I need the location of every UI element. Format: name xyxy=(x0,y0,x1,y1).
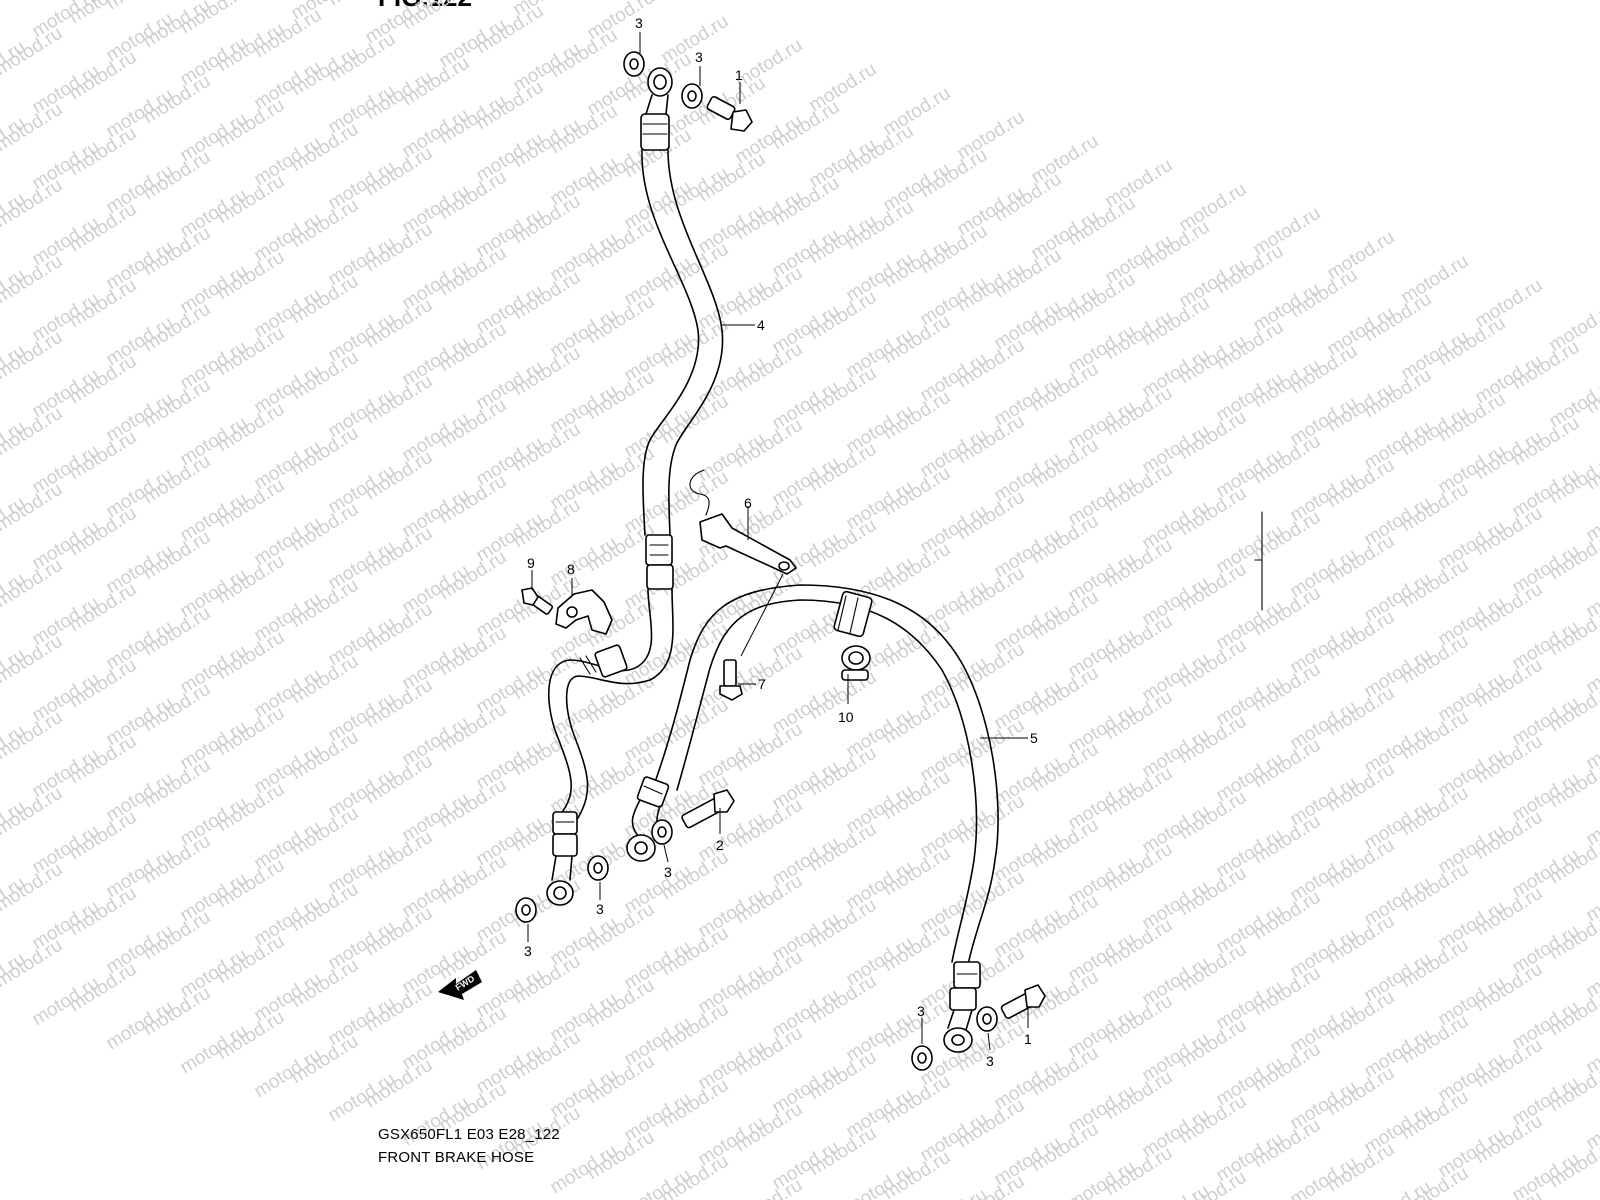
part-number-labels: 3 3 1 4 6 7 8 9 10 5 2 3 3 3 3 3 1 xyxy=(524,15,1038,1069)
upper-banjo-fitting xyxy=(645,67,673,115)
washer xyxy=(515,897,537,923)
diagram-caption: FRONT BRAKE HOSE xyxy=(378,1149,535,1166)
union-bolt xyxy=(681,789,735,829)
callout-3: 3 xyxy=(635,15,643,31)
callout-10: 10 xyxy=(838,709,854,725)
bracket-bolt xyxy=(719,659,743,701)
model-code: GSX650FL1 E03 E28_122 xyxy=(378,1126,560,1143)
union-bolt xyxy=(1000,984,1046,1019)
watermark-text: motod.ru xyxy=(1287,1153,1362,1200)
watermark-text: motod.ru xyxy=(1139,1181,1214,1200)
callout-1: 1 xyxy=(1024,1031,1032,1047)
hose-clip xyxy=(841,645,871,681)
callout-3: 3 xyxy=(917,1003,925,1019)
callout-7: 7 xyxy=(758,676,766,692)
hose-clamp-bracket xyxy=(689,469,797,575)
clamp-bolt xyxy=(521,587,554,615)
callout-4: 4 xyxy=(757,317,765,333)
washer xyxy=(651,819,673,845)
callout-5: 5 xyxy=(1030,730,1038,746)
callout-3: 3 xyxy=(664,864,672,880)
callout-1: 1 xyxy=(735,67,743,83)
watermark-text: motod.ru xyxy=(917,1185,992,1200)
washer xyxy=(976,1006,998,1032)
hose-clamp xyxy=(555,589,613,635)
brake-hose-right xyxy=(626,584,999,1053)
washer xyxy=(623,51,645,77)
callout-6: 6 xyxy=(744,495,752,511)
callout-2: 2 xyxy=(716,837,724,853)
union-bolt xyxy=(706,95,753,132)
watermark-text: motod.ru xyxy=(1361,1177,1436,1200)
leader-lines xyxy=(527,32,1029,1051)
brake-hose-upper xyxy=(640,113,724,590)
watermark-text: motod.ru xyxy=(1583,1173,1600,1200)
callout-3: 3 xyxy=(596,901,604,917)
washer xyxy=(681,83,703,109)
watermark-text: motod.ru xyxy=(1065,1157,1140,1200)
figure-title: FIG.122 xyxy=(378,0,472,13)
callout-3: 3 xyxy=(524,943,532,959)
washer xyxy=(911,1045,933,1071)
washer xyxy=(587,855,609,881)
brake-hose-left-lower xyxy=(546,588,674,906)
watermark-text: motod.ru xyxy=(325,0,400,10)
callout-9: 9 xyxy=(527,555,535,571)
callout-8: 8 xyxy=(567,561,575,577)
callout-3: 3 xyxy=(986,1053,994,1069)
watermark-text: motod.ru xyxy=(0,0,66,4)
callout-3: 3 xyxy=(695,49,703,65)
